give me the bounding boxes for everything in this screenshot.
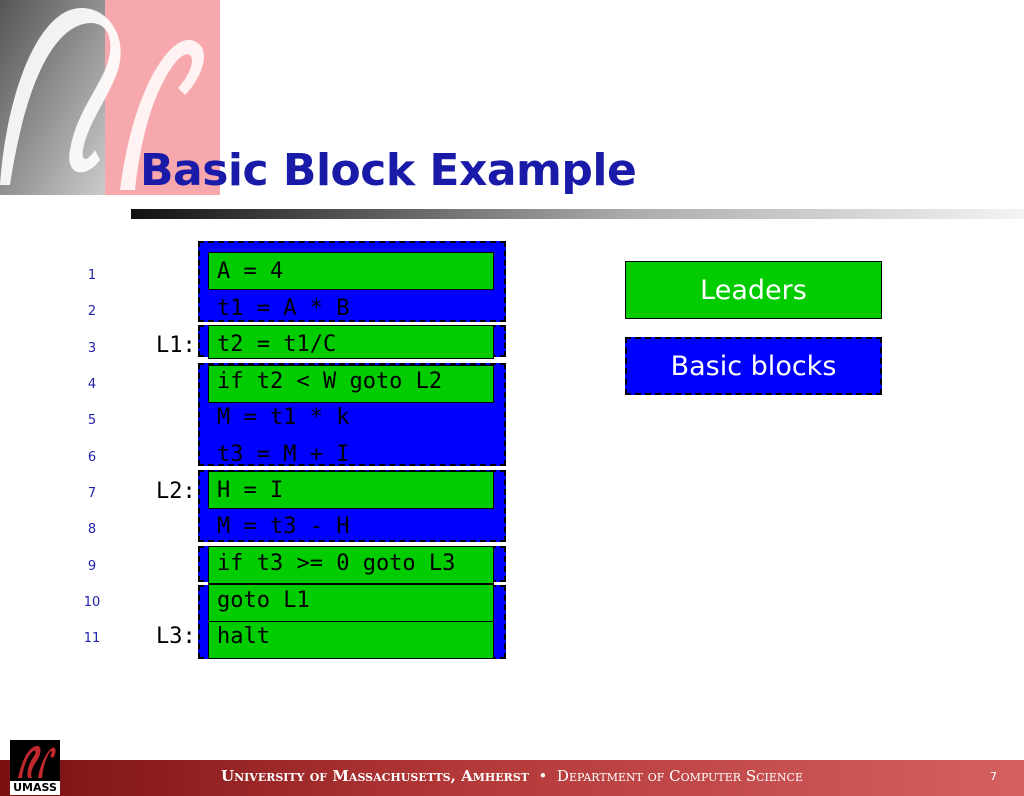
line-number: 9 <box>87 559 97 574</box>
label-l1: L1: <box>156 333 196 358</box>
code-line: A = 4 <box>217 259 284 284</box>
leader-line-3 <box>208 325 494 359</box>
line-number: 2 <box>87 304 97 319</box>
line-number: 8 <box>87 522 97 537</box>
label-l3: L3: <box>156 624 196 649</box>
line-number: 4 <box>87 377 97 392</box>
footer-word: cience <box>756 767 803 785</box>
legend-basic-blocks: Basic blocks <box>625 337 882 395</box>
page-number: 7 <box>990 770 997 783</box>
leader-line-1 <box>208 252 494 290</box>
footer-word: mherst <box>472 767 529 785</box>
code-line: t1 = A * B <box>217 296 350 321</box>
leader-line-7 <box>208 471 494 509</box>
footer-word: M <box>332 767 349 785</box>
code-line: H = I <box>217 478 284 503</box>
line-number: 7 <box>87 486 97 501</box>
footer-word: epartment of <box>568 767 670 785</box>
code-line: M = t1 * k <box>217 405 350 430</box>
footer-word: A <box>461 767 473 785</box>
footer-separator: • <box>538 767 548 785</box>
leader-line-9 <box>208 546 494 584</box>
footer-word: omputer <box>680 767 746 785</box>
code-line: goto L1 <box>217 588 310 613</box>
footer-word: U <box>220 767 235 785</box>
label-l2: L2: <box>156 479 196 504</box>
code-line: if t3 >= 0 goto L3 <box>217 551 456 576</box>
footer-text: University of Massachusetts, Amherst • D… <box>0 767 1024 785</box>
umass-logo-icon <box>10 740 60 781</box>
footer-word: C <box>669 767 681 785</box>
umass-watermark-logo <box>0 0 220 195</box>
legend-leaders: Leaders <box>625 261 882 319</box>
footer-word: S <box>745 767 757 785</box>
code-line: if t2 < W goto L2 <box>217 369 443 394</box>
code-line: M = t3 - H <box>217 514 350 539</box>
code-line: halt <box>217 624 270 649</box>
line-number: 1 <box>87 268 97 283</box>
footer-word: D <box>556 767 569 785</box>
line-number: 5 <box>87 413 97 428</box>
line-number: 10 <box>83 595 101 610</box>
leader-line-4 <box>208 365 494 403</box>
slide-title: Basic Block Example <box>140 145 637 196</box>
umass-logo-text: UMASS <box>10 781 60 795</box>
leader-line-11 <box>208 621 494 659</box>
line-number: 3 <box>87 341 97 356</box>
line-number: 6 <box>87 450 97 465</box>
footer-word: assachusetts, <box>348 767 462 785</box>
title-underline <box>131 209 1024 219</box>
footer-word: niversity of <box>234 767 333 785</box>
line-number: 11 <box>83 631 101 646</box>
footer-bar <box>0 760 1024 796</box>
code-line: t3 = M + I <box>217 442 350 467</box>
code-line: t2 = t1/C <box>217 332 337 357</box>
